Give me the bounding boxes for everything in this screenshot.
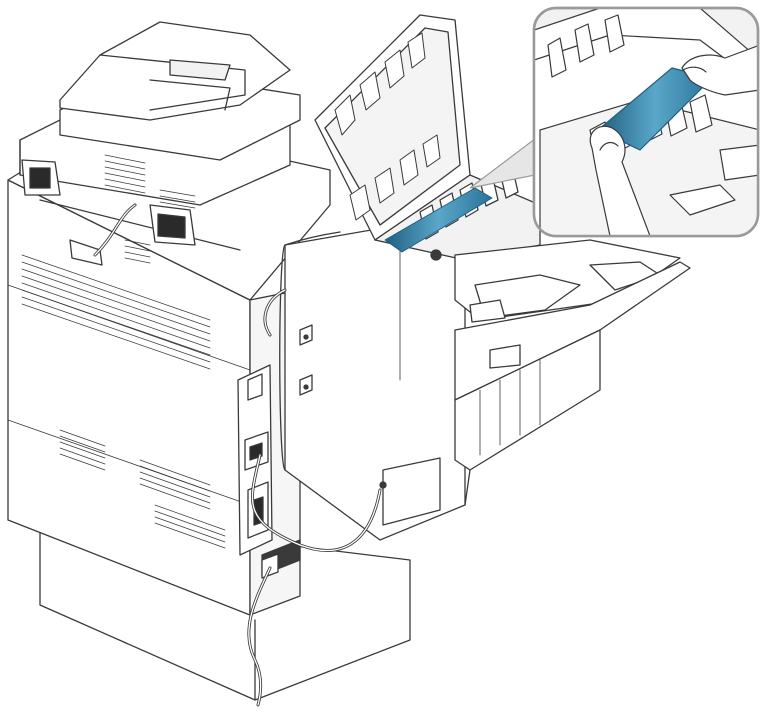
printer-icon [7, 21, 411, 701]
hand-icon [589, 44, 758, 236]
jammed-paper-icon [384, 187, 493, 253]
cable-icon [247, 288, 382, 707]
connector-panel-icon [237, 364, 301, 579]
magnifier-callout-icon [532, 6, 760, 238]
vent-grille-icon [21, 154, 226, 549]
